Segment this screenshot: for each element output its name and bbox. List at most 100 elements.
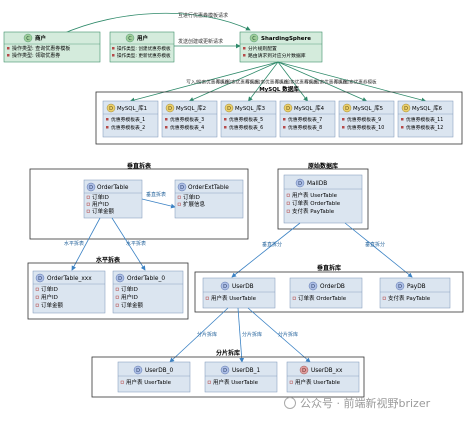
watermark: 公众号 · 前端新视野brizer	[284, 394, 470, 412]
db-badge-icon	[165, 103, 175, 113]
table-name: 优惠券模板表_9	[347, 116, 381, 123]
field-text: 订单金额	[121, 301, 144, 309]
db-badge-icon	[401, 103, 411, 113]
svg-text:D: D	[345, 106, 349, 112]
arrow-vertical-table	[141, 198, 176, 209]
table-name: OrderTable_0	[127, 276, 165, 282]
field-text: 订单金额	[41, 301, 64, 309]
arrow-vertical-split-right	[344, 222, 413, 278]
field-marker-icon	[115, 303, 119, 307]
field-marker-icon	[286, 201, 290, 205]
table-name: OrderTable_xxx	[47, 276, 92, 282]
field-text: 订单ID	[121, 285, 138, 293]
field-marker-icon	[382, 296, 386, 300]
table-order-xxx: D OrderTable_xxx 订单ID 用户ID 订单金额	[32, 270, 106, 314]
table-badge-icon	[115, 273, 125, 283]
route-arrow	[248, 61, 279, 102]
route-arrow	[188, 61, 279, 102]
db-badge-icon	[224, 103, 234, 113]
node-merchant: C 商户 操作类型: 查询优惠券模板 操作类型: 领取优惠券	[3, 31, 101, 63]
svg-text:D: D	[168, 106, 172, 112]
field-marker-icon	[243, 47, 246, 50]
db-userdb-xx: D UserDB_xx 用户表 UserTable	[286, 361, 360, 393]
field-marker-icon	[165, 126, 168, 129]
db-name: UserDB	[232, 284, 254, 290]
table-name: 优惠券模板表_11	[406, 116, 443, 123]
arrow-merchant-to-sharding	[59, 12, 251, 36]
shard-name: MySQL_库3	[235, 104, 265, 112]
db-badge-icon	[308, 281, 318, 291]
field-marker-icon	[286, 209, 290, 213]
item-text: 分片规则配置	[248, 45, 277, 52]
arrow-horizontal-left	[71, 217, 101, 271]
db-badge-icon	[342, 103, 352, 113]
arrow-horizontal-right	[111, 217, 146, 271]
wechat-icon	[284, 397, 296, 409]
group-vertical-table	[29, 168, 249, 240]
class-badge-icon	[23, 33, 33, 43]
shard-name: MySQL_库6	[412, 104, 443, 112]
svg-text:D: D	[180, 185, 184, 191]
field-marker-icon	[115, 287, 119, 291]
db-paydb: D PayDB 支付表 PayTable	[379, 277, 451, 309]
class-badge-icon	[249, 33, 259, 43]
item-text: 操作类型: 更新优惠券模板	[117, 52, 171, 59]
field-marker-icon	[283, 118, 286, 121]
item-text: 路由请求到对应分片数据库	[248, 52, 306, 59]
svg-text:D: D	[404, 106, 408, 112]
field-text: 用户ID	[41, 293, 58, 301]
db-badge-icon	[133, 365, 143, 375]
field-marker-icon	[35, 287, 39, 291]
table-name: 优惠券模板表_3	[170, 116, 204, 123]
db-badge-icon	[220, 281, 230, 291]
item-text: 操作类型: 查询优惠券模板	[12, 45, 70, 52]
arrow-label: 水平拆表	[126, 240, 146, 247]
group-title: 分片拆库	[216, 349, 240, 357]
arrow-shard-mid	[237, 307, 245, 363]
node-sharding-sphere: C ShardingSphere 分片规则配置 路由请求到对应分片数据库	[239, 31, 323, 63]
svg-text:D: D	[109, 106, 113, 112]
svg-text:D: D	[302, 368, 306, 374]
db-name: MallDB	[307, 181, 327, 187]
arrow-label: 分片拆库	[278, 331, 298, 338]
field-text: 用户表 UserTable	[295, 378, 341, 386]
table-name: 优惠券模板表_8	[288, 124, 322, 131]
field-marker-icon	[342, 126, 345, 129]
arrow-label: 水平拆表	[64, 240, 84, 247]
route-label: 写入/检索优惠券模板	[275, 79, 318, 86]
table-name: OrderExtTable	[188, 185, 229, 191]
field-marker-icon	[207, 380, 211, 384]
field-marker-icon	[35, 295, 39, 299]
group-title: 水平拆表	[96, 256, 121, 264]
mysql-group	[95, 91, 463, 145]
table-name: 优惠券模板表_2	[111, 124, 145, 131]
table-order: D OrderTable 订单ID 用户ID 订单金额	[83, 179, 143, 219]
svg-text:C: C	[128, 36, 132, 42]
group-title: 垂直拆表	[127, 162, 152, 170]
arrow-label: 垂直拆分	[262, 241, 282, 248]
field-marker-icon	[401, 118, 404, 121]
db-userdb: D UserDB 用户表 UserTable	[202, 277, 276, 309]
field-text: 用户ID	[121, 293, 138, 301]
field-text: 订单ID	[41, 285, 58, 293]
table-badge-icon	[35, 273, 45, 283]
field-text: 订单ID	[92, 193, 109, 201]
field-marker-icon	[86, 195, 90, 199]
watermark-text: 公众号 · 前端新视野brizer	[300, 397, 431, 410]
field-marker-icon	[224, 126, 227, 129]
field-marker-icon	[106, 118, 109, 121]
shard-name: MySQL_库4	[294, 104, 325, 112]
field-marker-icon	[286, 193, 290, 197]
field-text: 订单表 OrderTable	[298, 294, 347, 302]
svg-text:C: C	[252, 36, 256, 42]
group-horizontal-db	[91, 356, 365, 398]
field-marker-icon	[292, 296, 296, 300]
